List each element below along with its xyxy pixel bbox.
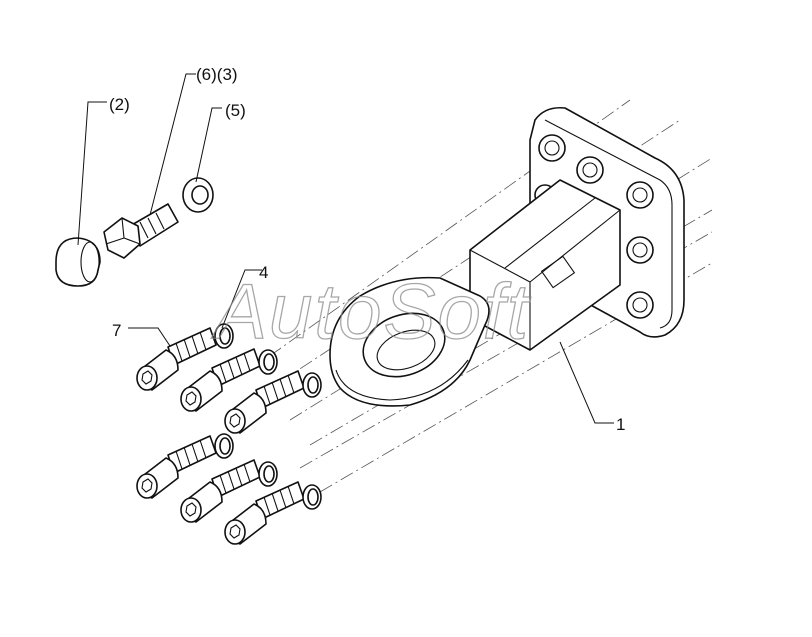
screw-3 <box>224 370 305 434</box>
cap-part <box>55 237 101 287</box>
callout-labels: (2) (6)(3) (5) 4 7 1 <box>109 65 625 434</box>
watermark: AutoSoft <box>211 267 532 355</box>
label-cap: (2) <box>109 95 130 114</box>
washer-6 <box>302 484 322 510</box>
leader-lines <box>77 73 614 424</box>
small-washer-part <box>182 177 214 213</box>
label-housing: 1 <box>616 415 625 434</box>
label-screw: 7 <box>112 321 121 340</box>
housing-assembly <box>329 106 685 407</box>
washer-5 <box>258 461 278 487</box>
screw-6 <box>224 481 305 545</box>
label-bolt-nut: (6)(3) <box>196 65 238 84</box>
label-small-washer: (5) <box>225 101 246 120</box>
washer-4 <box>214 433 234 459</box>
hex-bolt-part <box>103 203 179 259</box>
washer-3 <box>302 372 322 398</box>
label-washer: 4 <box>259 263 268 282</box>
